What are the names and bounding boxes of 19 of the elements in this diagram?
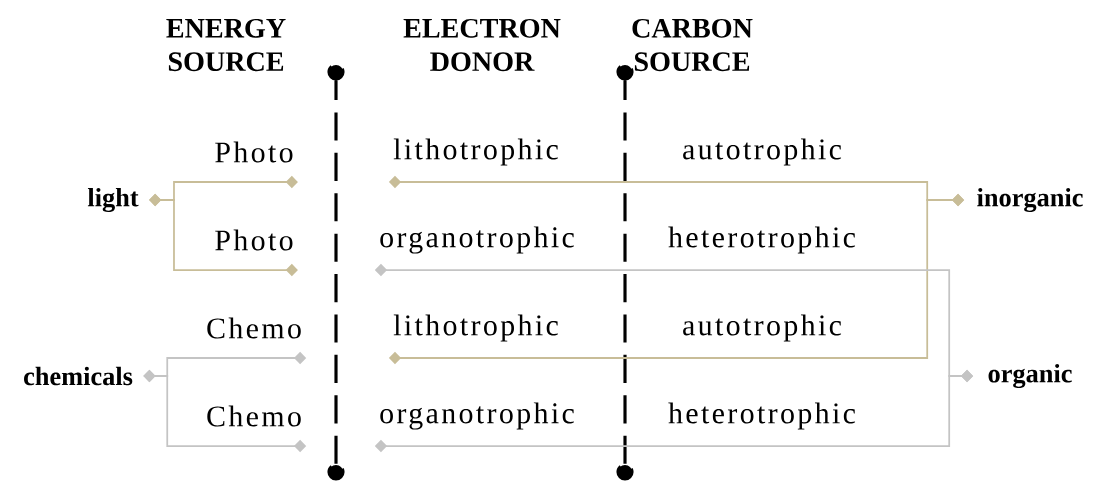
source-label: inorganic [977, 187, 1083, 213]
classification-word: Chemo [207, 317, 301, 339]
classification-word: heterotrophic [668, 226, 856, 254]
classification-word: Photo [215, 229, 293, 251]
classification-word: lithotrophic [393, 314, 558, 342]
column-header: CARBON SOURCE [632, 18, 753, 72]
column-header: ENERGY SOURCE [166, 18, 286, 72]
source-label: light [87, 187, 139, 213]
classification-word: lithotrophic [393, 138, 558, 166]
classification-word: organotrophic [380, 226, 574, 254]
classification-word: Photo [215, 141, 293, 163]
source-label: organic [988, 363, 1072, 389]
classification-word: organotrophic [380, 402, 574, 430]
column-header: ELECTRON DONOR [403, 18, 561, 72]
source-label: chemicals [24, 366, 133, 386]
classification-word: heterotrophic [668, 402, 856, 430]
classification-word: autotrophic [683, 138, 842, 166]
classification-word: Chemo [207, 405, 301, 427]
classification-word: autotrophic [683, 314, 842, 342]
